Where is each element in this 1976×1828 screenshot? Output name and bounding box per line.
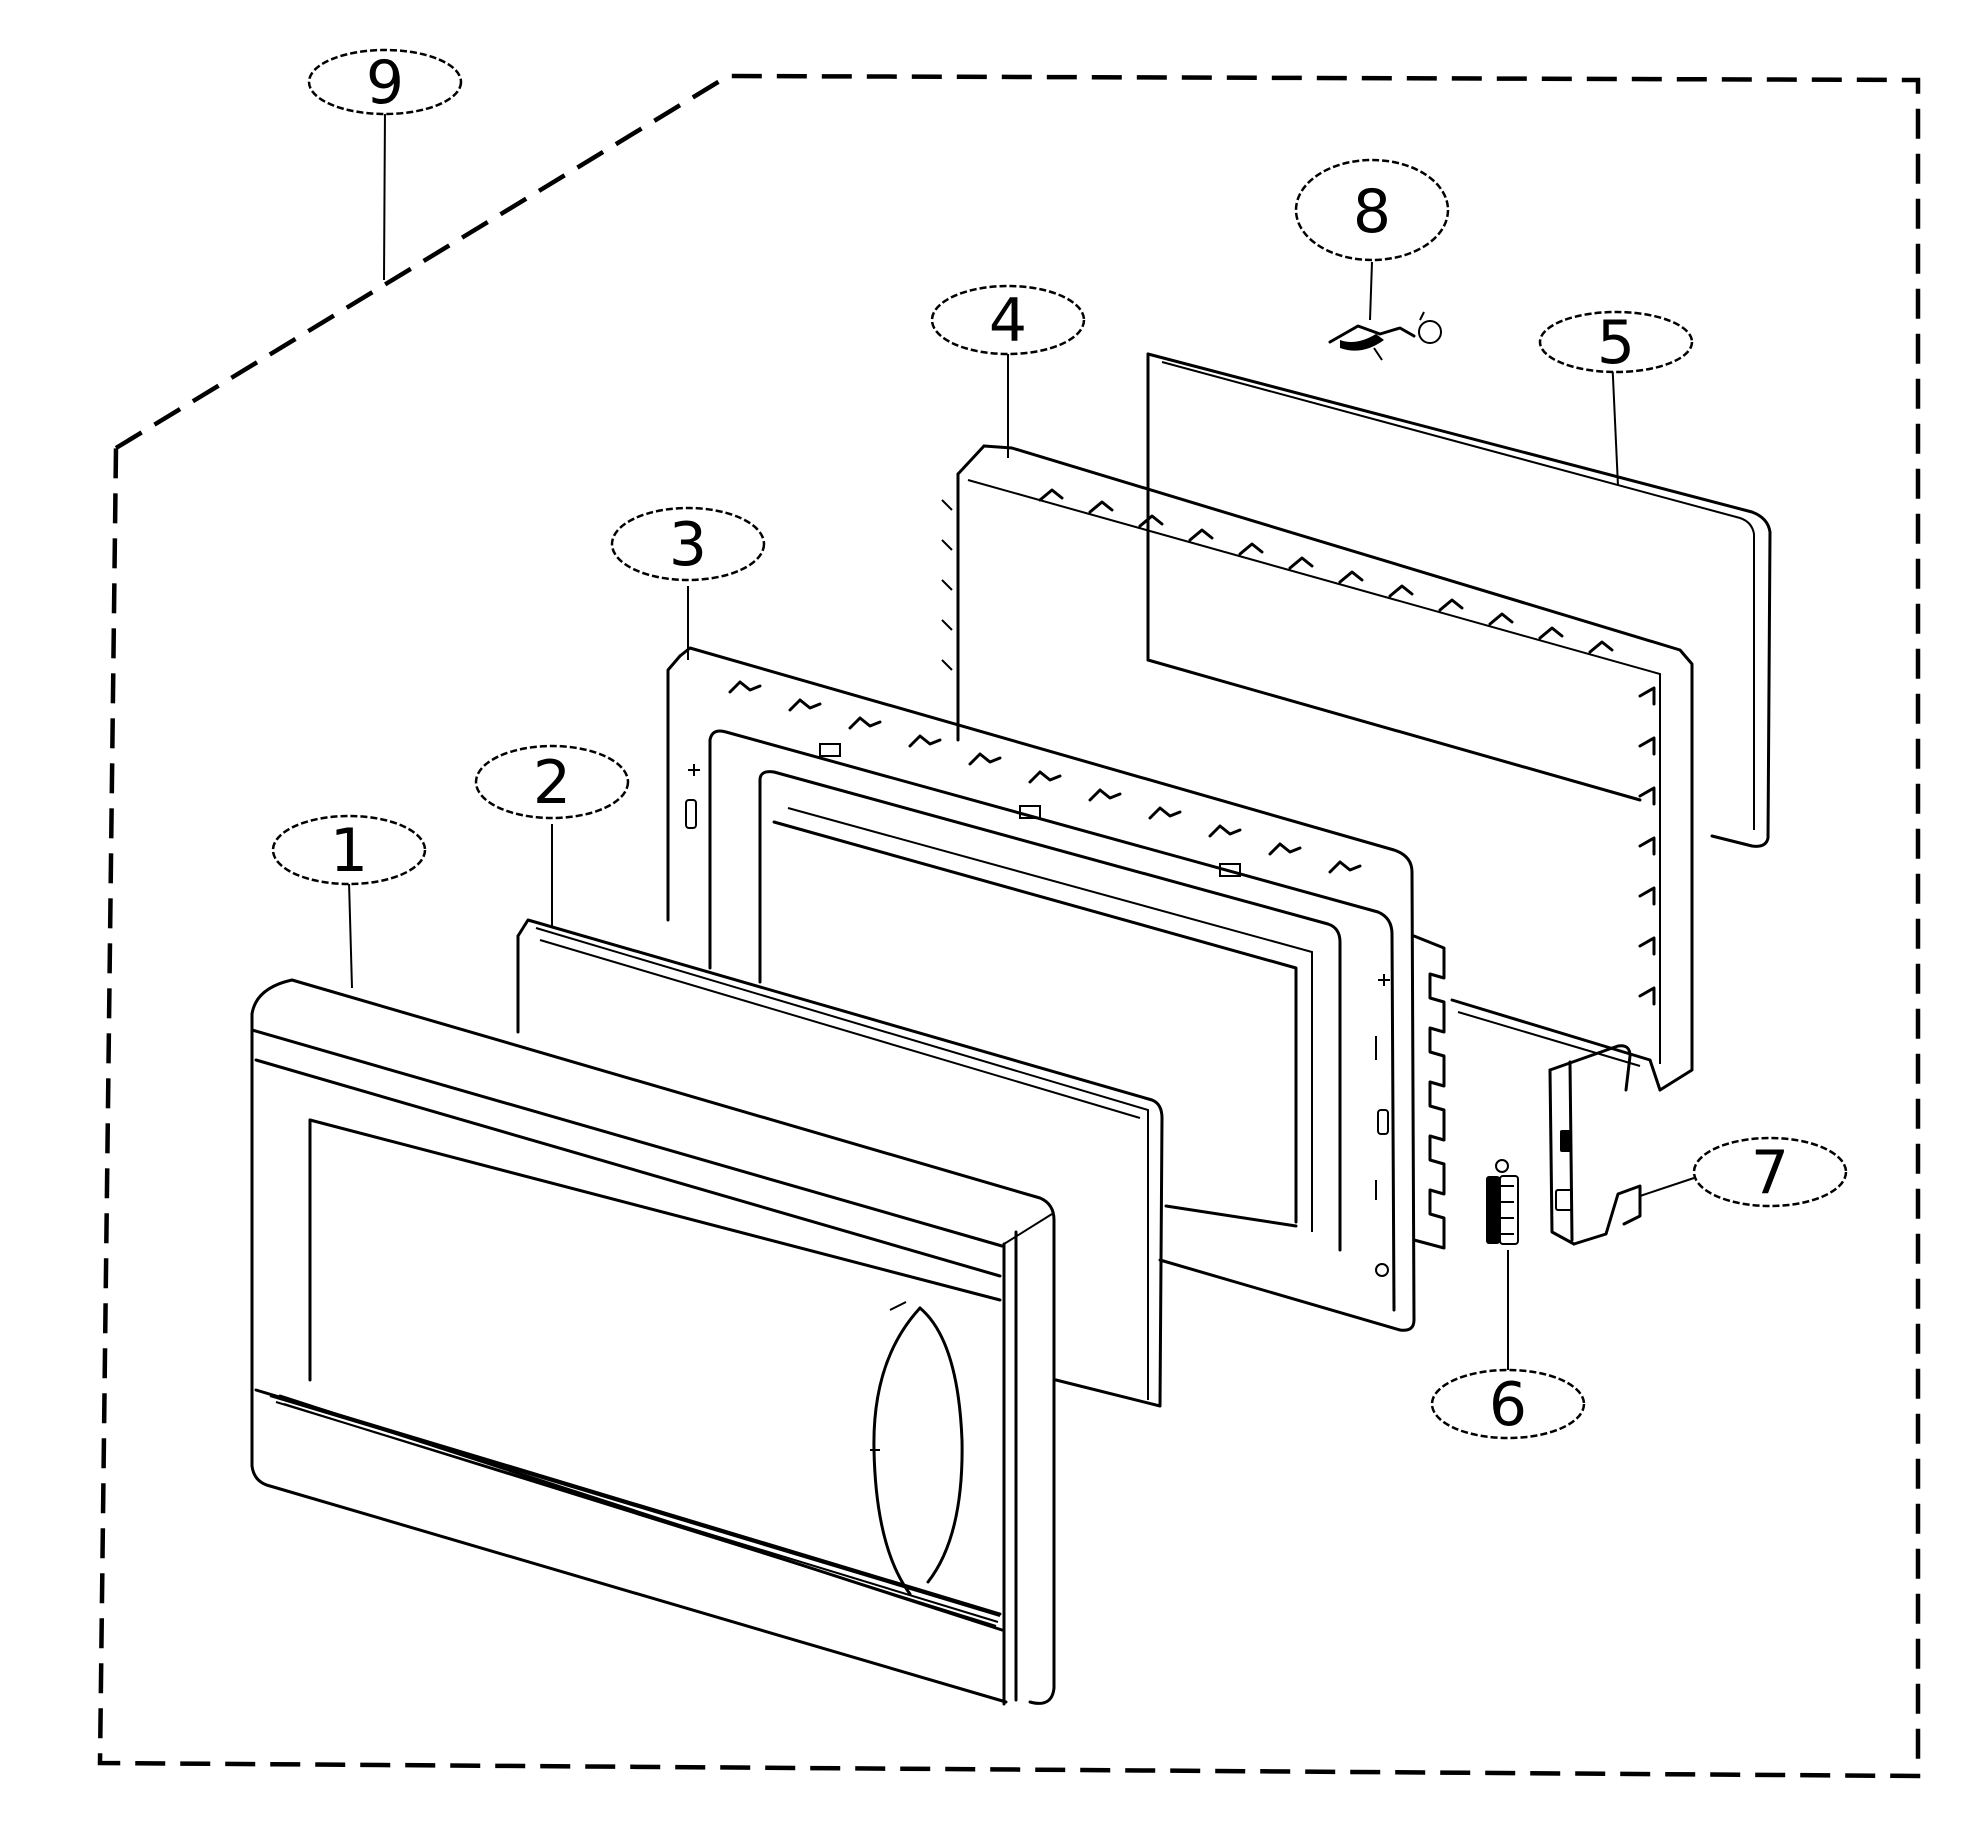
part-5-choke-cover <box>1146 352 1772 848</box>
callout-6-label: 6 <box>1489 1370 1527 1440</box>
callout-2: 2 <box>474 744 630 820</box>
callout-7-label: 7 <box>1751 1138 1789 1208</box>
callout-3: 3 <box>610 506 766 582</box>
callout-3-label: 3 <box>669 510 707 580</box>
callout-8-label: 8 <box>1353 177 1391 247</box>
callout-5-label: 5 <box>1597 308 1635 378</box>
callout-9-label: 9 <box>366 48 404 118</box>
callout-4-label: 4 <box>989 286 1027 356</box>
callout-1: 1 <box>271 814 427 886</box>
callout-2-label: 2 <box>533 748 571 818</box>
callout-5: 5 <box>1538 308 1694 378</box>
callout-9: 9 <box>307 48 463 118</box>
leader-lines <box>348 107 1695 1370</box>
callout-6: 6 <box>1430 1368 1586 1440</box>
callout-1-label: 1 <box>330 816 368 886</box>
part-2-door-screen <box>516 918 1164 1408</box>
part-6-latch-spring <box>1486 1159 1519 1245</box>
part-1-door-outer-front <box>250 978 1056 1706</box>
callout-8: 8 <box>1294 158 1450 262</box>
callout-4: 4 <box>930 284 1086 356</box>
assembly-boundary-dashed <box>97 73 1921 1779</box>
part-8-small-lever <box>1328 311 1442 361</box>
part-4-door-frame <box>941 444 1694 1092</box>
callout-7: 7 <box>1692 1136 1848 1208</box>
part-3-door-inner-panel <box>666 646 1446 1332</box>
part-7-latch-hook <box>1548 1044 1642 1246</box>
